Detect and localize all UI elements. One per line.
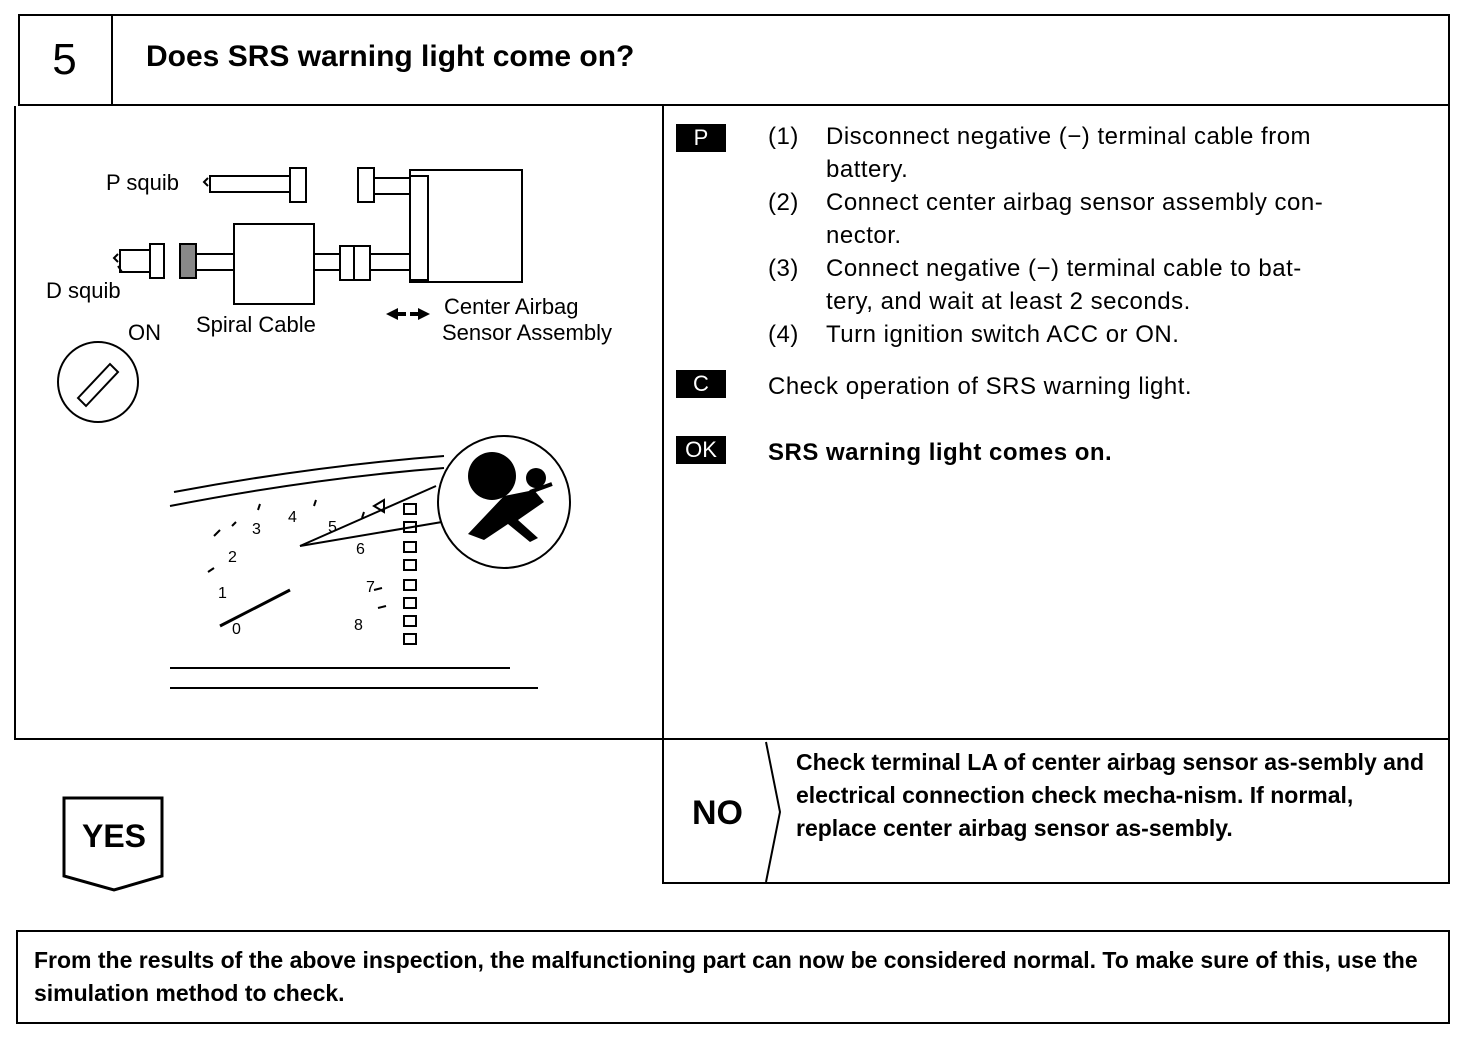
- gauge-numbers: 0 1 2 3 4 5 6 7 8: [218, 509, 375, 638]
- footer-box: [16, 930, 1450, 1024]
- d-squib-hatched-connector-icon: [179, 243, 197, 279]
- gauge-number-8: 8: [354, 617, 363, 634]
- center-airbag-label-line1: Center Airbag: [444, 294, 579, 319]
- step-4-text: Turn ignition switch ACC or ON.: [826, 321, 1180, 348]
- gauge-number-1: 1: [218, 585, 227, 602]
- step-title: Does SRS warning light come on?: [146, 40, 635, 73]
- footer-text: From the results of the above inspection…: [34, 947, 1418, 1006]
- no-branch-box: [662, 740, 1450, 884]
- instructions-panel: [662, 106, 1450, 740]
- step-2-number: (2): [768, 189, 799, 216]
- instruction-step-1: (1) Disconnect negative (−) terminal cab…: [768, 120, 1440, 186]
- step-header: [18, 14, 1450, 106]
- center-airbag-label-line2: Sensor Assembly: [442, 320, 612, 345]
- yes-branch-marker: [62, 796, 164, 892]
- spiral-cable-label: Spiral Cable: [196, 312, 316, 337]
- instruction-step-4: (4) Turn ignition switch ACC or ON.: [768, 318, 1440, 351]
- step-1-number: (1): [768, 123, 799, 150]
- step-2-text-cont: nector.: [826, 222, 902, 249]
- check-text: Check operation of SRS warning light.: [768, 373, 1193, 400]
- gauge-needle: [219, 588, 291, 628]
- gauge-number-2: 2: [228, 549, 237, 566]
- step-3-number: (3): [768, 255, 799, 282]
- instruction-step-2: (2) Connect center airbag sensor assembl…: [768, 186, 1440, 252]
- step-3-text: Connect negative (−) terminal cable to b…: [826, 255, 1302, 282]
- gauge-number-3: 3: [252, 521, 261, 538]
- prepare-tag: P: [676, 124, 726, 152]
- gauge-number-5: 5: [328, 519, 337, 536]
- step-3-text-cont: tery, and wait at least 2 seconds.: [826, 288, 1191, 315]
- gauge-number-0: 0: [232, 621, 241, 638]
- srs-connection-diagram: P squib D squib Spiral Cable Center Airb…: [46, 167, 612, 689]
- p-squib-connector-icon: [202, 177, 209, 187]
- airbag-warning-icon: [468, 452, 553, 542]
- connector-arrows-icon: [386, 308, 430, 320]
- no-label: NO: [692, 794, 743, 832]
- no-branch-divider: [765, 741, 782, 883]
- step-number: 5: [18, 14, 113, 106]
- gauge-number-6: 6: [356, 541, 365, 558]
- ok-tag: OK: [676, 436, 726, 464]
- step-2-text: Connect center airbag sensor assembly co…: [826, 189, 1324, 216]
- yes-label: YES: [81, 818, 147, 854]
- p-squib-label: P squib: [106, 170, 179, 195]
- center-airbag-sensor-icon: [409, 169, 523, 283]
- check-tag: C: [676, 370, 726, 398]
- ok-result-text: SRS warning light comes on.: [768, 439, 1113, 466]
- srs-warning-callout: [437, 435, 571, 569]
- instruction-step-3: (3) Connect negative (−) terminal cable …: [768, 252, 1440, 318]
- gauge-number-4: 4: [288, 509, 297, 526]
- step-4-number: (4): [768, 321, 799, 348]
- step-1-text-cont: battery.: [826, 156, 909, 183]
- ignition-key-icon: [57, 341, 139, 423]
- step-1-text: Disconnect negative (−) terminal cable f…: [826, 123, 1312, 150]
- spiral-cable-icon: [233, 223, 315, 305]
- d-squib-label: D squib: [46, 278, 121, 303]
- gauge-number-7: 7: [366, 579, 375, 596]
- ignition-on-label: ON: [128, 320, 161, 345]
- no-branch-text: Check terminal LA of center airbag senso…: [796, 749, 1425, 841]
